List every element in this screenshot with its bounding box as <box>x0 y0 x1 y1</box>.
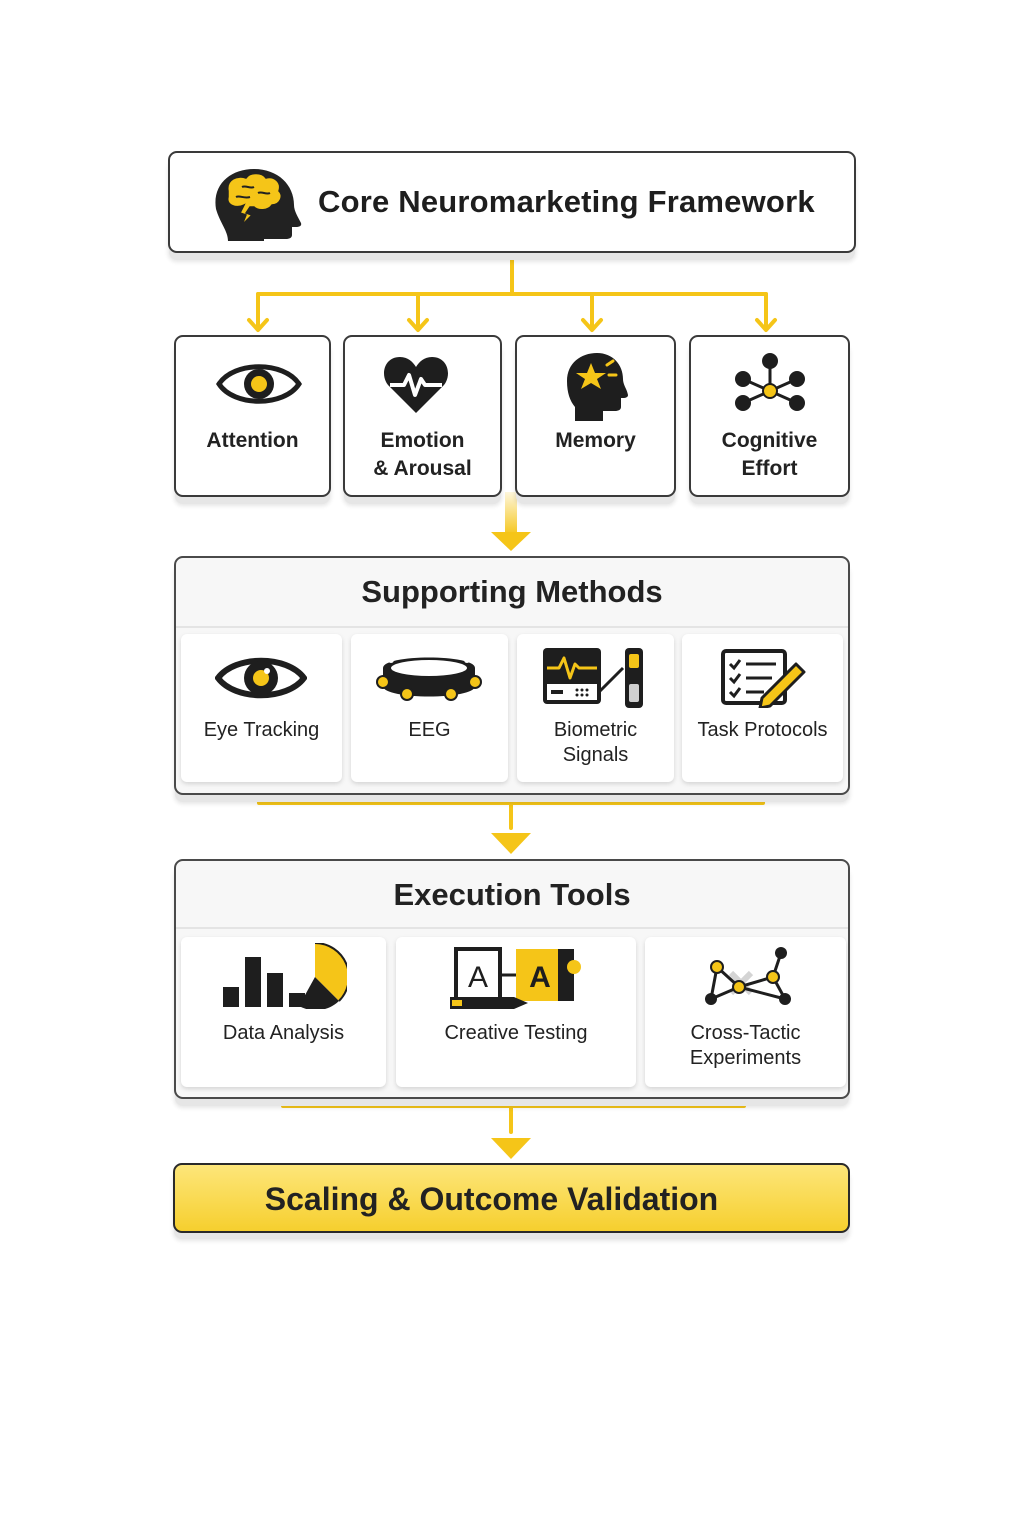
pillar-label-memory: Memory <box>555 429 636 452</box>
arrow-to-supporting <box>505 492 517 536</box>
heartbeat-icon <box>384 357 448 413</box>
method-task-protocols: Task Protocols <box>682 634 843 782</box>
execution-tools-panel: Execution Tools Data Analysis A A <box>174 859 850 1099</box>
framework-title: Core Neuromarketing Framework <box>318 184 815 219</box>
brain-head-icon <box>215 169 302 241</box>
eye-icon <box>216 364 302 404</box>
pillar-attention: Attention <box>174 335 331 497</box>
pillar-cognitive: Cognitive Effort <box>689 335 850 497</box>
method-eeg: EEG <box>351 634 508 782</box>
tool-creative-testing: A A Creative Testing <box>396 937 636 1087</box>
head-star-icon <box>567 353 628 421</box>
tool-label-creative-testing: Creative Testing <box>444 1022 588 1044</box>
supporting-methods-panel: Supporting Methods Eye Tracking EEG <box>174 556 850 795</box>
method-biometric: Biometric Signals <box>517 634 674 782</box>
node-graph-icon <box>705 947 791 1005</box>
bar-pie-chart-icon <box>223 943 347 1009</box>
network-icon <box>735 353 805 411</box>
checklist-pencil-icon <box>721 649 806 708</box>
method-eye-tracking: Eye Tracking <box>181 634 342 782</box>
method-label-eeg: EEG <box>408 719 451 741</box>
eeg-headband-icon <box>376 651 482 701</box>
method-label-eye-tracking: Eye Tracking <box>203 719 320 741</box>
tool-label-cross-tactic: Cross-Tactic Experiments <box>689 1022 802 1069</box>
pillar-emotion: Emotion & Arousal <box>343 335 502 497</box>
tool-label-data-analysis: Data Analysis <box>222 1022 345 1044</box>
tool-cross-tactic: Cross-Tactic Experiments <box>645 937 846 1087</box>
svg-text:A: A <box>529 961 551 994</box>
pillar-memory: Memory <box>515 335 676 497</box>
svg-text:A: A <box>468 961 488 994</box>
supporting-methods-title: Supporting Methods <box>361 574 663 609</box>
pillar-label-attention: Attention <box>206 429 299 452</box>
arrow-to-execution <box>491 833 531 854</box>
tool-data-analysis: Data Analysis <box>181 937 386 1087</box>
arrow-to-outcome <box>491 1138 531 1159</box>
eye-tracking-icon <box>215 657 307 699</box>
outcome-banner: Scaling & Outcome Validation <box>173 1163 850 1233</box>
execution-tools-title: Execution Tools <box>393 877 631 912</box>
header-card: Core Neuromarketing Framework <box>168 151 856 253</box>
method-label-biometric: Biometric Signals <box>553 719 638 766</box>
biometric-monitor-icon <box>543 648 643 708</box>
pillar-label-emotion: Emotion & Arousal <box>373 429 472 480</box>
pillar-label-cognitive: Cognitive Effort <box>721 429 818 480</box>
ab-test-icon: A A <box>450 947 581 1009</box>
outcome-label: Scaling & Outcome Validation <box>264 1181 719 1217</box>
method-label-task-protocols: Task Protocols <box>697 719 828 741</box>
